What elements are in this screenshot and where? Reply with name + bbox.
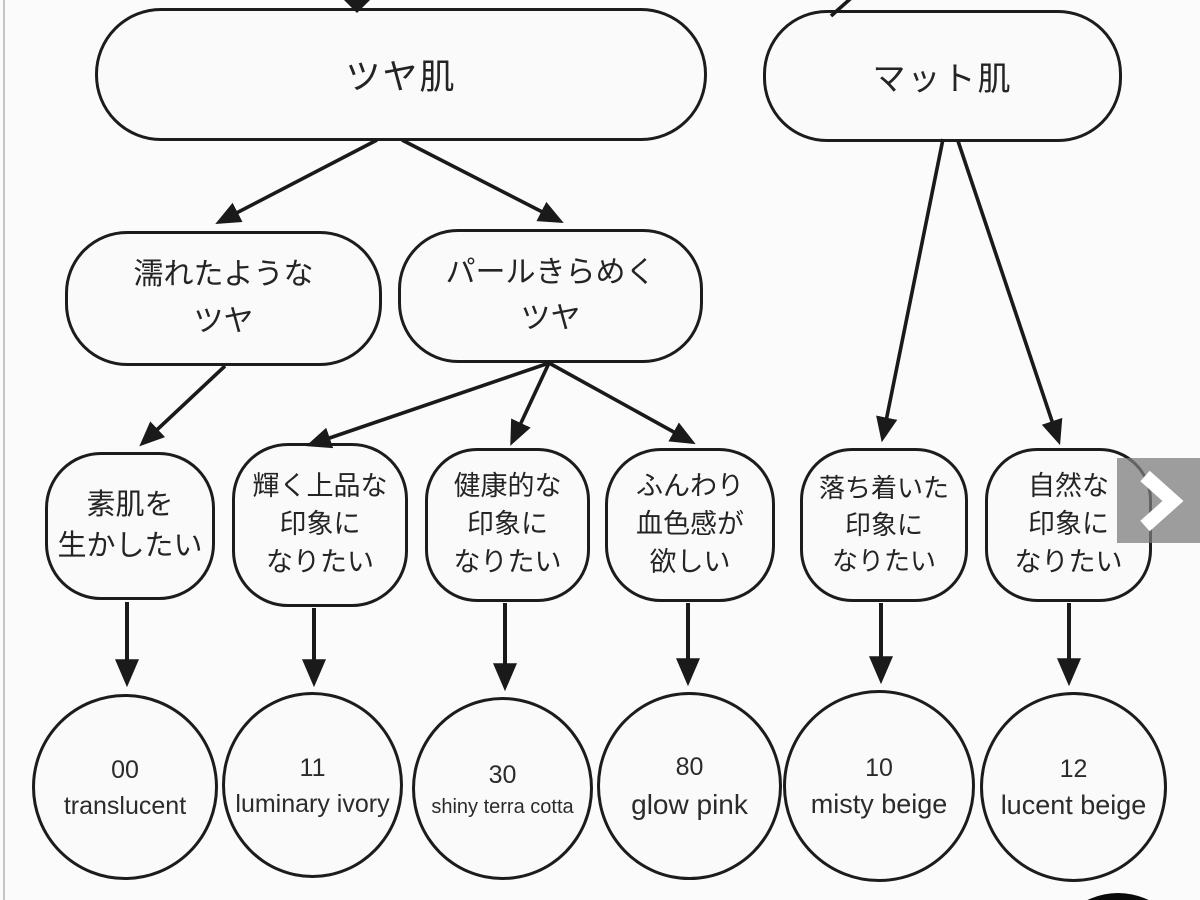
node-bare-skin: 素肌を 生かしたい [45,452,215,600]
black-circle-button[interactable] [1048,893,1188,900]
node-calm-label: 落ち着いた 印象に なりたい [818,473,949,577]
shade-code: 11 [299,754,326,782]
edge-matte-natural [956,140,1063,446]
shade-name: luminary ivory [235,789,390,818]
shade-code: 80 [675,753,704,782]
next-button[interactable] [1117,458,1200,543]
shade-name: lucent beige [1000,790,1147,821]
shade-code: 12 [1059,754,1088,783]
left-edge-divider [3,0,5,900]
node-soft-flush: ふんわり 血色感が 欲しい [605,448,775,602]
node-shade-30: 30 shiny terra cotta [412,697,593,880]
node-wet-glow: 濡れたような ツヤ [65,231,382,366]
shade-code: 10 [865,753,893,782]
node-pearl-glow-label: パールきらめく ツヤ [445,255,656,336]
edge-pearl-radiant [305,361,550,449]
node-pearl-glow: パールきらめく ツヤ [398,229,703,363]
node-shade-10: 10 misty beige [783,690,975,882]
shade-name: misty beige [810,789,948,820]
node-calm: 落ち着いた 印象に なりたい [800,448,968,602]
node-matte-skin-label: マット肌 [872,60,1013,97]
shade-name: glow pink [631,788,748,820]
node-wet-glow-label: 濡れたような ツヤ [133,258,314,338]
node-shade-00: 00 translucent [32,694,218,880]
edge-pearl-soft-flush [548,361,696,445]
node-healthy: 健康的な 印象に なりたい [425,448,590,602]
edge-glossy-pearl-glow [401,138,564,223]
node-shade-11: 11 luminary ivory [222,692,403,878]
node-natural-label: 自然な 印象に なりたい [1014,471,1123,577]
node-shade-80: 80 glow pink [597,692,782,880]
node-glossy-skin: ツヤ肌 [95,8,707,141]
edge-pearl-healthy [510,362,551,446]
node-radiant-elegant-label: 輝く上品な 印象に なりたい [252,471,388,577]
node-glossy-skin-label: ツヤ肌 [345,58,457,97]
edge-wet-glow-bare-skin [139,364,227,447]
chevron-right-icon [1139,470,1184,531]
shade-code: 00 [111,756,139,784]
node-soft-flush-label: ふんわり 血色感が 欲しい [636,471,744,577]
shade-code: 30 [488,760,517,789]
edge-glossy-wet-glow [215,138,378,224]
node-bare-skin-label: 素肌を 生かしたい [57,489,203,562]
shade-name: shiny terra cotta [431,796,574,819]
node-radiant-elegant: 輝く上品な 印象に なりたい [232,443,408,607]
node-healthy-label: 健康的な 印象に なりたい [453,471,562,577]
edge-matte-calm [876,138,945,443]
node-shade-12: 12 lucent beige [980,692,1167,882]
node-matte-skin: マット肌 [763,10,1122,142]
shade-name: translucent [63,791,187,820]
